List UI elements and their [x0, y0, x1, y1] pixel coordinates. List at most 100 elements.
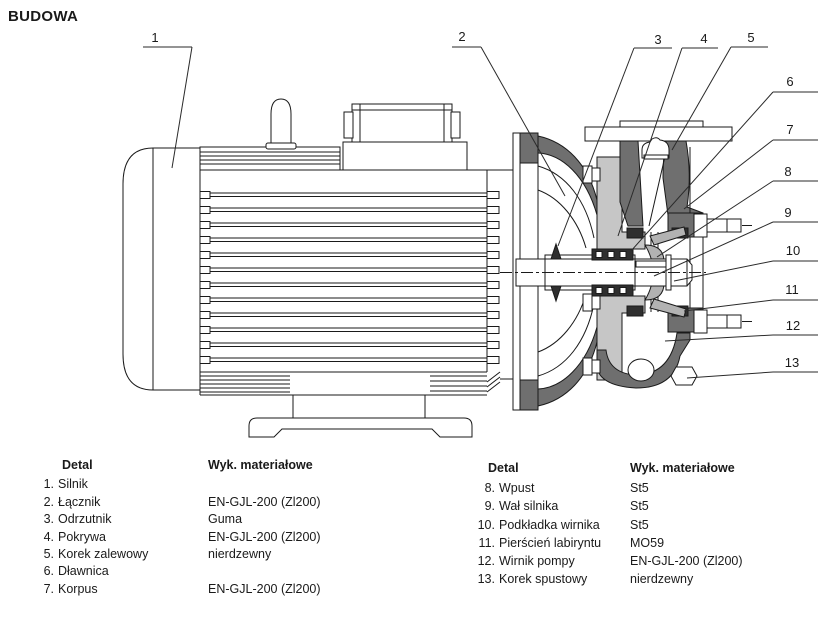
part-number: 13.	[477, 572, 495, 587]
svg-text:7: 7	[786, 122, 793, 137]
part-material: nierdzewny	[208, 547, 272, 562]
column-header-detail: Detal	[488, 461, 519, 475]
table-header: Detal Wyk. materiałowe	[470, 459, 743, 477]
table-row: 5. Korek zalewowy nierdzewny	[40, 546, 321, 563]
part-material: EN-GJL-200 (Zl200)	[630, 554, 743, 569]
part-number: 8.	[484, 481, 495, 496]
suction-studs	[693, 213, 752, 334]
pump-casing	[596, 140, 704, 389]
callout-4: 4	[617, 31, 718, 237]
motor-end-cap	[122, 147, 201, 391]
callout-9: 9	[653, 205, 818, 277]
slinger	[550, 242, 562, 260]
cover-bolts	[582, 165, 601, 376]
table-row: 8. Wpust St5	[470, 479, 743, 497]
part-material	[208, 476, 321, 493]
svg-text:9: 9	[784, 205, 791, 220]
part-number: 1.	[43, 477, 54, 492]
part-material: St5	[630, 499, 649, 514]
part-material: EN-GJL-200 (Zl200)	[208, 529, 321, 544]
column-header-detail: Detal	[62, 458, 93, 472]
part-name: Wpust	[499, 481, 535, 496]
callout-5: 5	[671, 30, 768, 151]
callouts: 1 2 3 4 5 6 7	[143, 29, 818, 379]
part-number: 7.	[43, 581, 54, 596]
part-number: 9.	[484, 499, 495, 514]
table-row: 6. Dławnica	[40, 563, 321, 580]
part-name: Pierścień labiryntu	[499, 535, 602, 550]
motor-foot	[292, 394, 426, 419]
svg-text:2: 2	[458, 29, 465, 44]
terminal-box	[342, 103, 468, 171]
table-row: 3. Odrzutnik Guma	[40, 511, 321, 528]
svg-text:8: 8	[784, 164, 791, 179]
part-number: 11.	[478, 535, 495, 550]
column-header-material: Wyk. materiałowe	[208, 458, 313, 472]
callout-2: 2	[452, 29, 566, 197]
part-material: St5	[630, 481, 649, 496]
part-material: EN-GJL-200 (Zl200)	[208, 581, 321, 596]
part-name: Odrzutnik	[58, 512, 112, 527]
part-number: 12.	[477, 554, 495, 569]
part-number: 6.	[43, 564, 54, 579]
part-name: Pokrywa	[58, 529, 106, 544]
drain-plug	[670, 366, 698, 386]
svg-text:5: 5	[747, 30, 754, 45]
part-number: 3.	[43, 512, 54, 527]
part-name: Łącznik	[58, 494, 101, 509]
callout-7: 7	[683, 122, 818, 210]
callout-12: 12	[664, 318, 818, 342]
part-number: 4.	[43, 529, 54, 544]
part-material: EN-GJL-200 (Zl200)	[208, 494, 321, 509]
keyway	[635, 260, 667, 268]
cooling-fins	[199, 191, 500, 364]
svg-text:4: 4	[700, 31, 707, 46]
part-material: Guma	[208, 512, 243, 527]
gland-packing	[591, 248, 634, 297]
mounting-base	[248, 417, 473, 438]
pump-construction-drawing: 1 2 3 4 5 6 7	[122, 29, 818, 438]
callout-10: 10	[673, 243, 818, 282]
column-header-material: Wyk. materiałowe	[630, 461, 735, 475]
part-name: Wirnik pompy	[499, 554, 575, 569]
svg-text:12: 12	[786, 318, 800, 333]
part-name: Korek zalewowy	[58, 547, 149, 562]
part-name: Korek spustowy	[499, 572, 588, 587]
pump-section	[500, 120, 752, 389]
lifting-eye	[265, 98, 297, 150]
svg-text:1: 1	[151, 30, 158, 45]
table-row: 9. Wał silnika St5	[470, 497, 743, 515]
discharge-flange	[584, 120, 733, 142]
parts-table-left: Detal Wyk. materiałowe 1. Silnik 2. Łączni…	[40, 457, 321, 598]
svg-text:11: 11	[785, 282, 799, 297]
table-row: 13. Korek spustowy nierdzewny	[470, 570, 743, 588]
part-number: 2.	[43, 494, 54, 509]
part-name: Dławnica	[58, 564, 109, 579]
part-number: 5.	[43, 547, 54, 562]
callout-1: 1	[143, 30, 193, 169]
table-row: 2. Łącznik EN-GJL-200 (Zl200)	[40, 494, 321, 511]
part-name: Silnik	[58, 477, 88, 492]
part-material	[208, 563, 321, 580]
part-name: Wał silnika	[499, 499, 559, 514]
callout-3: 3	[557, 32, 672, 247]
table-row: 12. Wirnik pompy EN-GJL-200 (Zl200)	[470, 552, 743, 570]
part-material: nierdzewny	[630, 572, 694, 587]
svg-text:6: 6	[786, 74, 793, 89]
table-header: Detal Wyk. materiałowe	[40, 457, 321, 474]
svg-text:3: 3	[654, 32, 661, 47]
motor-bottom-fin-block	[200, 371, 501, 393]
table-row: 11. Pierścień labiryntu MO59	[470, 534, 743, 552]
page-title: BUDOWA	[8, 8, 79, 25]
fill-plug	[641, 137, 670, 160]
callout-13: 13	[686, 355, 818, 379]
table-row: 4. Pokrywa EN-GJL-200 (Zl200)	[40, 529, 321, 546]
part-number: 10.	[477, 517, 495, 532]
callout-6: 6	[630, 74, 818, 252]
part-name: Podkładka wirnika	[499, 517, 600, 532]
callout-11: 11	[683, 282, 818, 312]
part-material: MO59	[630, 535, 665, 550]
